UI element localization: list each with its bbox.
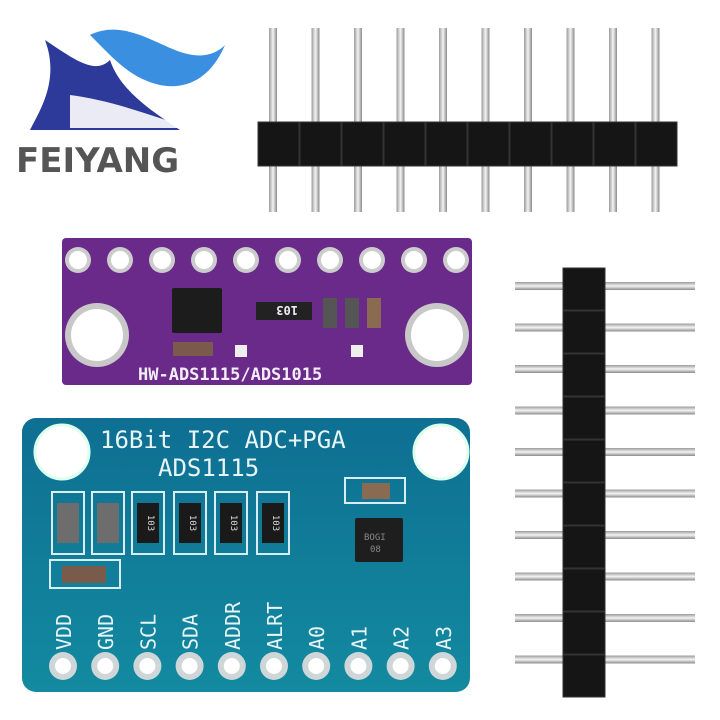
header-housing-segment	[562, 267, 606, 311]
header-pin	[311, 28, 320, 212]
resistor	[220, 503, 242, 543]
header-housing-segment	[383, 121, 426, 167]
pin-label-sda: SDA	[179, 614, 203, 650]
header-pin	[566, 28, 575, 212]
resistor	[262, 503, 284, 543]
header-housing-segment	[562, 353, 606, 397]
pin-label-vdd: VDD	[52, 614, 76, 650]
resistor-array	[256, 302, 312, 320]
header-housing-segment	[509, 121, 552, 167]
header-pin	[524, 28, 532, 212]
chip-marking-line1: BOGI	[364, 533, 386, 543]
resistor-code: 103	[228, 515, 238, 531]
header-housing-segment	[562, 396, 606, 440]
pin-label-a3: A3	[432, 626, 456, 650]
header-housing-segment	[551, 121, 594, 167]
pin-header-vertical	[515, 267, 695, 698]
resistor	[137, 503, 159, 543]
header-housing-segment	[593, 121, 636, 167]
header-housing-segment	[562, 568, 606, 612]
pin-header-horizontal	[257, 28, 678, 212]
header-pin	[609, 28, 617, 212]
adc-chip	[172, 288, 222, 333]
header-pin	[651, 28, 660, 212]
logo-text: FEIYANG	[16, 141, 179, 181]
header-housing-segment	[425, 121, 468, 167]
header-housing-segment	[562, 525, 606, 569]
ads1115-chip	[355, 518, 403, 562]
resistor-code: 103	[187, 515, 197, 531]
header-housing-segment	[299, 121, 342, 167]
header-housing-segment	[341, 121, 384, 167]
pin-label-alrt: ALRT	[263, 602, 287, 650]
header-housing-segment	[562, 439, 606, 483]
logo-wave-dark	[30, 40, 180, 130]
blue-adc-board: 16Bit I2C ADC+PGA ADS1115 103 103 103 103 B…	[22, 418, 470, 692]
capacitor	[57, 503, 79, 543]
header-pin	[396, 28, 405, 212]
resistor	[179, 503, 201, 543]
pin-label-gnd: GND	[94, 614, 118, 650]
feiyang-logo: FEIYANG	[16, 29, 225, 181]
header-pin	[269, 28, 277, 212]
pin-label-a1: A1	[347, 626, 371, 650]
resistor-code: 103	[145, 515, 155, 531]
chip-marking-line2: 08	[370, 545, 381, 555]
header-pin	[481, 28, 490, 212]
header-housing-segment	[562, 654, 606, 698]
purple-adc-board: 103 HW-ADS1115/ADS1015	[62, 238, 472, 385]
board-subtitle: ADS1115	[158, 454, 259, 482]
header-housing-segment	[635, 121, 678, 167]
purple-board-label: HW-ADS1115/ADS1015	[138, 365, 322, 385]
pin-label-addr: ADDR	[221, 601, 245, 650]
header-pin	[354, 28, 362, 212]
header-housing-segment	[562, 611, 606, 655]
header-housing-segment	[562, 310, 606, 354]
resistor-code: 103	[270, 515, 280, 531]
header-housing-segment	[467, 121, 510, 167]
pin-label-a2: A2	[390, 626, 414, 650]
resistor-array-code: 103	[276, 303, 298, 317]
board-title: 16Bit I2C ADC+PGA	[100, 426, 346, 454]
logo-wave-light	[90, 29, 225, 87]
header-pin	[439, 28, 447, 212]
header-housing-segment	[257, 121, 300, 167]
pin-label-scl: SCL	[136, 614, 160, 650]
header-housing-segment	[562, 482, 606, 526]
capacitor	[97, 503, 119, 543]
pin-label-a0: A0	[305, 626, 329, 650]
